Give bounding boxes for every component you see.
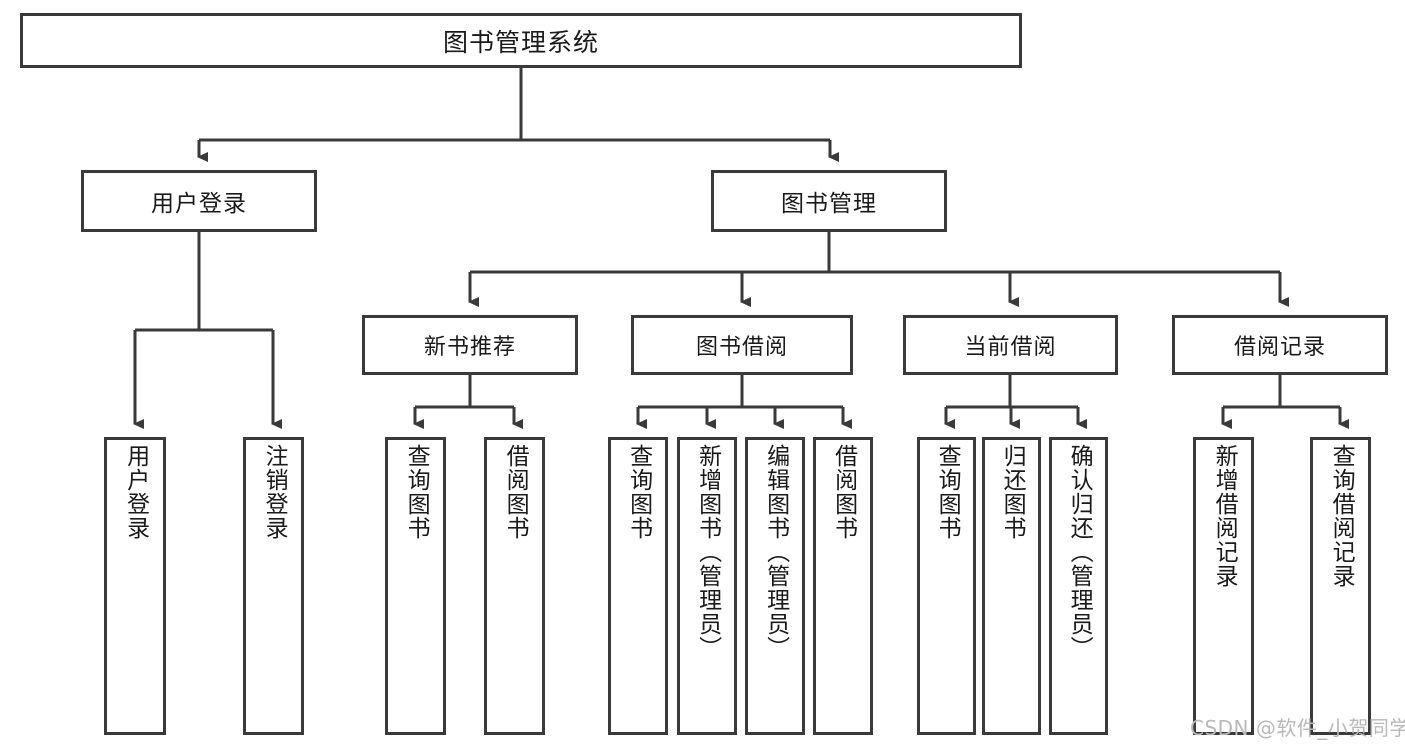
leaf-label: 查询图书 — [625, 444, 652, 540]
leaf-add-borrow-record[interactable]: 新增借阅记录 — [1193, 437, 1254, 735]
node-borrow-record-label: 借阅记录 — [1233, 335, 1326, 360]
node-new-book-recommend-label: 新书推荐 — [423, 335, 516, 360]
leaf-label: 新增借阅记录 — [1211, 444, 1238, 588]
leaf-label: 新增图书（管理员） — [694, 444, 721, 660]
node-user-login-label: 用户登录 — [151, 191, 247, 217]
edge-group-current — [944, 375, 1087, 429]
node-book-manage[interactable]: 图书管理 — [711, 170, 947, 232]
leaf-user-login[interactable]: 用户登录 — [104, 437, 166, 735]
edge-group-root — [197, 68, 839, 162]
node-current-borrow-label: 当前借阅 — [964, 335, 1057, 360]
node-root[interactable]: 图书管理系统 — [20, 13, 1022, 68]
leaf-edit-book-admin[interactable]: 编辑图书（管理员） — [745, 437, 805, 735]
leaf-label: 编辑图书（管理员） — [762, 444, 789, 660]
leaf-confirm-return-admin[interactable]: 确认归还（管理员） — [1049, 437, 1108, 735]
edge-group-borrow — [636, 375, 852, 429]
watermark: CSDN @软件_小贺同学 — [1190, 716, 1405, 740]
leaf-label: 借阅图书 — [502, 444, 529, 540]
leaf-query-book-borrow[interactable]: 查询图书 — [608, 437, 668, 735]
node-borrow-record[interactable]: 借阅记录 — [1172, 315, 1388, 375]
node-root-label: 图书管理系统 — [442, 27, 599, 57]
node-book-borrow-label: 图书借阅 — [695, 335, 788, 360]
leaf-label: 查询图书 — [934, 444, 961, 540]
leaf-borrow-book-recommend[interactable]: 借阅图书 — [484, 437, 545, 735]
leaf-label: 归还图书 — [999, 444, 1026, 540]
node-current-borrow[interactable]: 当前借阅 — [903, 315, 1118, 375]
leaf-user-logout[interactable]: 注销登录 — [243, 437, 304, 735]
edge-group-book-manage — [468, 232, 1289, 307]
leaf-label: 确认归还（管理员） — [1066, 444, 1093, 660]
leaf-query-book-current[interactable]: 查询图书 — [917, 437, 976, 735]
leaf-label: 查询借阅记录 — [1328, 444, 1355, 588]
node-book-manage-label: 图书管理 — [781, 191, 877, 217]
leaf-borrow-book[interactable]: 借阅图书 — [813, 437, 873, 735]
leaf-add-book-admin[interactable]: 新增图书（管理员） — [677, 437, 737, 735]
leaf-label: 注销登录 — [261, 444, 288, 540]
edge-group-new-book — [413, 375, 523, 429]
leaf-return-book[interactable]: 归还图书 — [982, 437, 1041, 735]
node-book-borrow[interactable]: 图书借阅 — [631, 315, 853, 375]
edge-group-user-login — [133, 232, 282, 429]
leaf-query-borrow-record[interactable]: 查询借阅记录 — [1310, 437, 1371, 735]
node-user-login[interactable]: 用户登录 — [81, 170, 317, 232]
leaf-label: 查询图书 — [403, 444, 430, 540]
leaf-label: 用户登录 — [122, 444, 149, 540]
leaf-query-book-recommend[interactable]: 查询图书 — [385, 437, 446, 735]
leaf-label: 借阅图书 — [830, 444, 857, 540]
node-new-book-recommend[interactable]: 新书推荐 — [362, 315, 578, 375]
edge-group-record — [1221, 375, 1349, 429]
